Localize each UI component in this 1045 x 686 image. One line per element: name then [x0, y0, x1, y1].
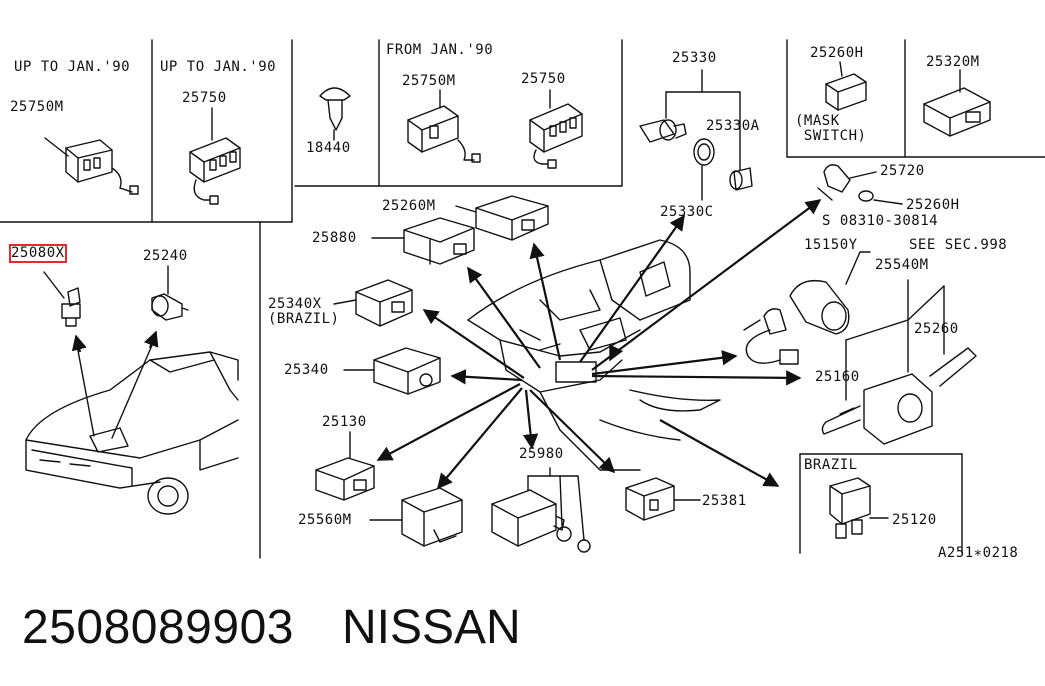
part-label-15150Y: 15150Y	[804, 237, 858, 253]
switch-25381	[625, 477, 701, 521]
part-label-25720: 25720	[880, 163, 925, 179]
leader-arrows-engine	[75, 335, 157, 439]
part-label-25260M: 25260M	[382, 198, 436, 214]
part-label-25560M: 25560M	[298, 512, 352, 528]
switch-25340	[343, 347, 441, 395]
switch-25750-b	[529, 89, 583, 169]
leader-arrows-dashboard	[376, 199, 822, 490]
panel-caption-brazil: BRAZIL	[804, 457, 858, 473]
combination-switch-assembly	[743, 251, 945, 401]
part-label-25120: 25120	[892, 512, 937, 528]
part-label-25240: 25240	[143, 248, 188, 264]
switch-25260M	[455, 195, 549, 241]
part-label-18440: 18440	[306, 140, 351, 156]
part-label-25880: 25880	[312, 230, 357, 246]
relay-25980	[491, 467, 591, 553]
part-label-25750: 25750	[521, 71, 566, 87]
clip-18440	[319, 87, 351, 141]
switch-25880	[371, 217, 475, 265]
panel-caption-mask-switch: (MASK SWITCH)	[795, 113, 867, 144]
part-label-25260H: 25260H	[810, 45, 864, 61]
switch-25340X	[333, 279, 413, 327]
diagram-reference-code: A251∗0218	[938, 545, 1019, 561]
vehicle-front-illustration	[25, 351, 239, 515]
part-label-25980: 25980	[519, 446, 564, 462]
part-label-25080X: 25080X	[11, 245, 65, 261]
dashboard-illustration	[467, 239, 721, 471]
sensor-25080X	[43, 271, 81, 327]
part-label-25750M: 25750M	[402, 73, 456, 89]
part-label-25540M: 25540M	[875, 257, 929, 273]
panel-borders	[0, 39, 1045, 559]
part-label-25340: 25340	[284, 362, 329, 378]
cigarette-lighter-25330	[639, 69, 753, 201]
part-label-25130: 25130	[322, 414, 367, 430]
part-label-25750: 25750	[182, 90, 227, 106]
switch-25750M-b	[407, 89, 481, 163]
leader-arrows-engine-heads	[71, 330, 159, 353]
switch-25120	[829, 477, 889, 539]
part-label-25260: 25260	[914, 321, 959, 337]
switch-25320M	[923, 69, 991, 137]
part-label-brazil-note: (BRAZIL)	[268, 311, 340, 327]
part-label-25260H: 25260H	[906, 197, 960, 213]
part-label-25750M: 25750M	[10, 99, 64, 115]
switch-25560M	[369, 487, 463, 547]
part-label-25320M: 25320M	[926, 54, 980, 70]
switch-25750M-a	[44, 137, 139, 195]
panel-caption-from-jan-90: FROM JAN.'90	[386, 42, 494, 58]
part-label-25330: 25330	[672, 50, 717, 66]
part-label-08310-30814: S 08310-30814	[822, 213, 939, 229]
switch-25750-a	[189, 107, 241, 205]
panel-caption-up-to-jan-90: UP TO JAN.'90	[14, 59, 131, 75]
part-label-25340X: 25340X	[268, 296, 322, 312]
panel-caption-up-to-jan-90: UP TO JAN.'90	[160, 59, 277, 75]
part-label-25381: 25381	[702, 493, 747, 509]
parts-25720-25260H	[817, 164, 903, 205]
highlight-box-25080	[9, 244, 67, 263]
footer-brand-name: NISSAN	[342, 601, 521, 654]
part-label-25160: 25160	[815, 369, 860, 385]
part-label-25330C: 25330C	[660, 204, 714, 220]
switch-25160-25260	[821, 347, 977, 445]
sensor-25240	[151, 265, 189, 321]
footer-part-number: 2508089903	[22, 601, 294, 654]
part-label-25330A: 25330A	[706, 118, 760, 134]
switch-25260H-mask	[825, 61, 867, 111]
switch-25130	[315, 431, 375, 501]
see-section-note: SEE SEC.998	[909, 237, 1008, 253]
